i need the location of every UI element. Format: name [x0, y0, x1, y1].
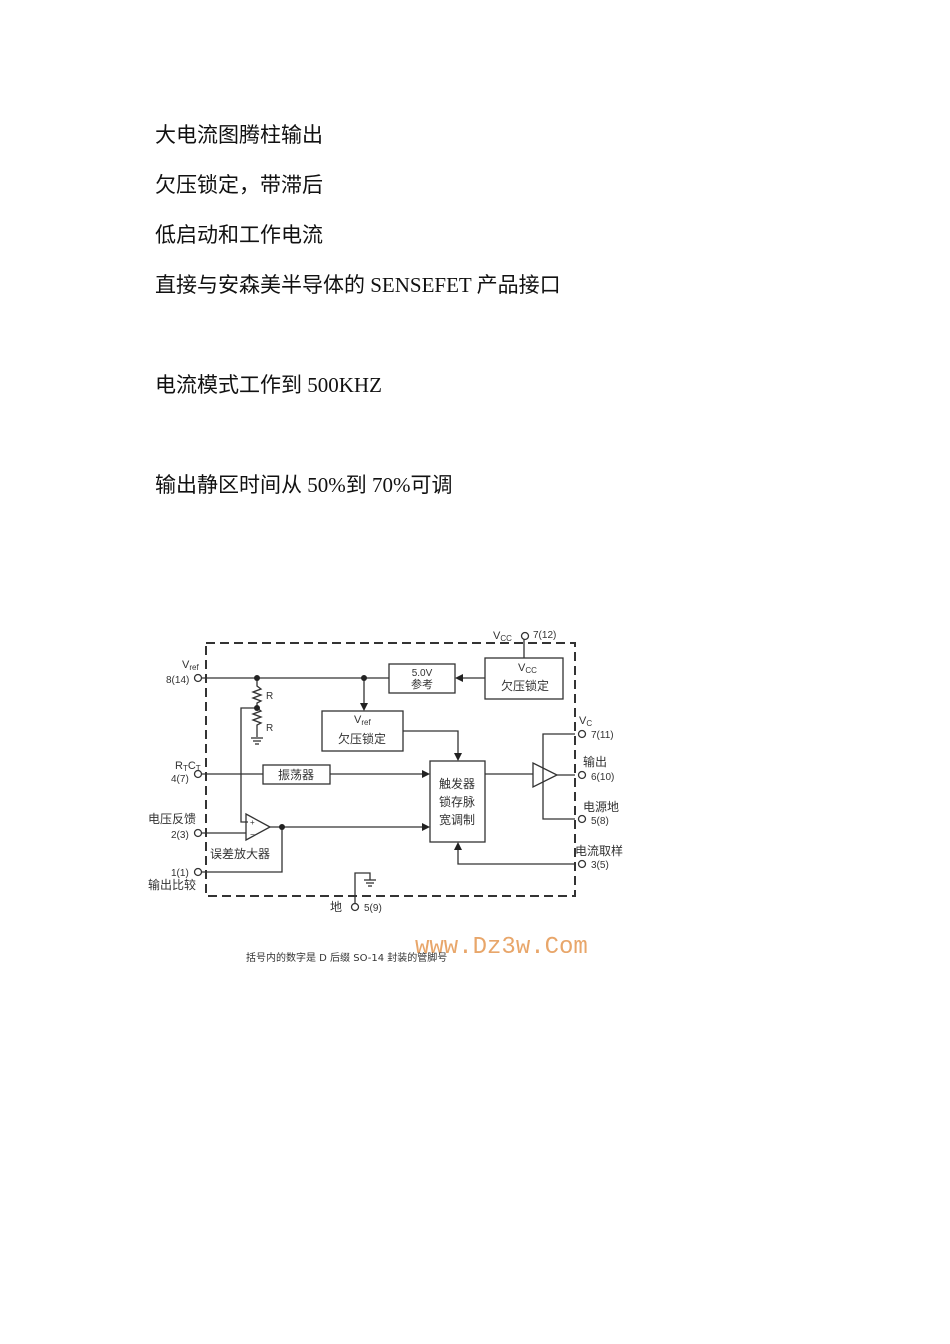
- svg-text:电流取样: 电流取样: [575, 843, 623, 858]
- pin-isense: [577, 859, 587, 869]
- svg-text:7(12): 7(12): [533, 630, 556, 641]
- error-amplifier: [245, 812, 272, 842]
- pin-output: [577, 770, 587, 780]
- feature-line-5: 电流模式工作到 500KHZ: [155, 373, 382, 397]
- oscillator-block: [262, 764, 331, 785]
- svg-text:3(5): 3(5): [591, 860, 609, 871]
- svg-text:2(3): 2(3): [171, 830, 189, 841]
- vref-uvlo-block: [321, 710, 404, 752]
- svg-text:5(9): 5(9): [364, 903, 382, 914]
- svg-text:R: R: [266, 723, 273, 734]
- svg-text:RTCT: RTCT: [175, 760, 201, 773]
- svg-text:参考: 参考: [411, 677, 433, 691]
- svg-text:括号内的数字是 D 后缀 SO-14 封装的管脚号: 括号内的数字是 D 后缀 SO-14 封装的管脚号: [246, 951, 447, 964]
- svg-text:振荡器: 振荡器: [278, 768, 314, 782]
- chip-boundary: [205, 642, 576, 897]
- feature-line-2: 欠压锁定，带滞后: [155, 173, 323, 197]
- feature-line-6: 输出静区时间从 50%到 70%可调: [155, 473, 453, 497]
- svg-text:电源地: 电源地: [583, 800, 619, 814]
- pin-pgnd: [577, 814, 587, 824]
- svg-text:输出: 输出: [583, 754, 607, 769]
- pin-vc: [577, 729, 587, 739]
- svg-text:1(1): 1(1): [171, 868, 189, 879]
- svg-text:锁存脉: 锁存脉: [439, 794, 475, 809]
- pin-rtct: [193, 769, 203, 779]
- svg-text:VC: VC: [579, 715, 592, 728]
- pin-vref: [193, 673, 203, 683]
- svg-text:电压反馈: 电压反馈: [148, 812, 196, 826]
- svg-text:Vref: Vref: [182, 659, 199, 672]
- svg-text:4(7): 4(7): [171, 774, 189, 785]
- svg-text:5(8): 5(8): [591, 816, 609, 827]
- svg-text:宽调制: 宽调制: [439, 812, 475, 827]
- pin-gnd: [350, 902, 360, 912]
- svg-text:输出比较: 输出比较: [148, 877, 196, 892]
- svg-text:6(10): 6(10): [591, 772, 614, 783]
- pin-comp: [193, 867, 203, 877]
- svg-text:7(11): 7(11): [591, 730, 614, 741]
- svg-text:误差放大器: 误差放大器: [210, 846, 270, 861]
- ref-5v-block: [388, 663, 456, 694]
- pin-vfb: [193, 828, 203, 838]
- pin-vcc: [520, 631, 530, 641]
- output-buffer: [532, 761, 559, 789]
- feature-line-4: 直接与安森美半导体的 SENSEFET 产品接口: [155, 273, 561, 297]
- svg-text:欠压锁定: 欠压锁定: [338, 731, 386, 746]
- svg-text:R: R: [266, 691, 273, 702]
- svg-text:欠压锁定: 欠压锁定: [501, 678, 549, 693]
- svg-text:−: −: [250, 830, 255, 839]
- svg-text:5.0V: 5.0V: [412, 668, 433, 679]
- latch-pwm-block: [429, 760, 486, 843]
- svg-text:触发器: 触发器: [439, 776, 475, 791]
- vcc-uvlo-block: [484, 657, 564, 700]
- feature-line-1: 大电流图腾柱输出: [155, 123, 323, 147]
- svg-text:Vref: Vref: [354, 714, 371, 727]
- svg-text:www.Dz3w.Com: www.Dz3w.Com: [415, 934, 588, 961]
- svg-text:+: +: [250, 818, 255, 827]
- svg-text:地: 地: [330, 900, 342, 914]
- feature-line-3: 低启动和工作电流: [155, 223, 323, 247]
- svg-text:8(14): 8(14): [166, 675, 189, 686]
- svg-text:VCC: VCC: [493, 630, 512, 643]
- svg-text:VCC: VCC: [518, 662, 537, 675]
